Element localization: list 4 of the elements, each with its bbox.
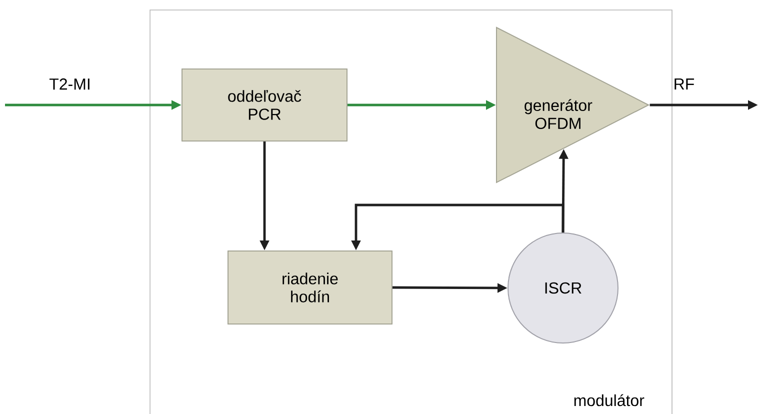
process-box: oddeľovač PCR <box>182 68 348 142</box>
process-box: riadenie hodín <box>228 250 392 324</box>
edge-label: T2-MI <box>49 78 90 90</box>
edge-label: RF <box>674 78 694 90</box>
